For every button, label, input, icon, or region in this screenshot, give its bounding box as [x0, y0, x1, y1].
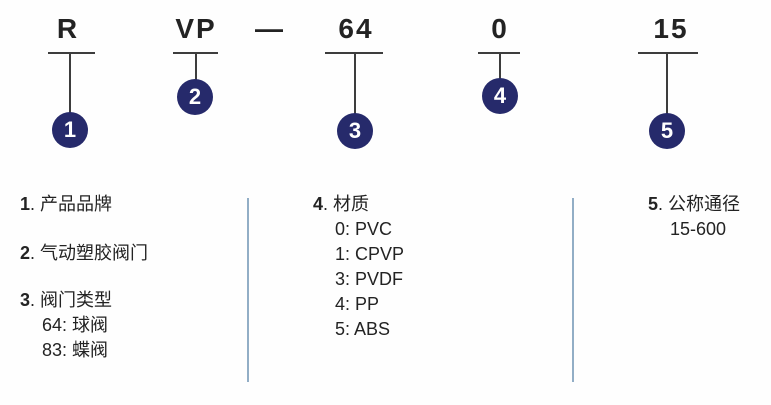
legend-option: 1: CPVP	[335, 244, 405, 264]
marker-circle-3: 3	[337, 113, 373, 149]
legend-heading: 3. 阀门类型	[20, 288, 112, 313]
legend-item-label: 公称通径	[668, 194, 741, 214]
connector-line-4	[499, 53, 501, 80]
legend-heading: 2. 气动塑胶阀门	[20, 241, 148, 266]
legend-item-number: 1	[20, 194, 31, 214]
connector-tick-4	[478, 52, 520, 54]
legend-heading: 5. 公称通径	[648, 192, 740, 217]
legend-option: 0: PVC	[335, 219, 393, 239]
connector-line-2	[195, 53, 197, 81]
legend-item-label: 气动塑胶阀门	[40, 243, 149, 263]
legend-num-separator: .	[30, 290, 41, 310]
legend-item-brand: 1. 产品品牌	[20, 192, 112, 217]
legend-option: 3: PVDF	[335, 269, 404, 289]
legend-item-number: 4	[313, 194, 324, 214]
legend-divider-left	[247, 198, 249, 382]
legend-divider-right	[572, 198, 574, 382]
legend-item-number: 3	[20, 290, 31, 310]
legend-num-separator: .	[658, 194, 669, 214]
legend-option: 4: PP	[335, 294, 380, 314]
connector-tick-3	[325, 52, 383, 54]
legend-option: 5: ABS	[335, 319, 391, 339]
connector-line-3	[354, 53, 356, 115]
legend-option: 64: 球阀	[42, 315, 109, 335]
legend-num-separator: .	[30, 194, 41, 214]
legend-num-separator: .	[323, 194, 334, 214]
code-segment-material: 0	[491, 13, 509, 44]
legend-num-separator: .	[30, 243, 41, 263]
legend-item-label: 阀门类型	[40, 290, 113, 310]
legend-item-series: 2. 气动塑胶阀门	[20, 241, 148, 266]
marker-circle-5: 5	[649, 113, 685, 149]
marker-circle-2: 2	[177, 79, 213, 115]
legend-item-number: 2	[20, 243, 31, 263]
marker-circle-4: 4	[482, 78, 518, 114]
legend-item-material: 4. 材质 0: PVC 1: CPVP 3: PVDF 4: PP 5: AB…	[313, 192, 404, 342]
connector-tick-5	[638, 52, 698, 54]
connector-tick-1	[48, 52, 95, 54]
legend-heading: 1. 产品品牌	[20, 192, 112, 217]
code-segment-valve-type: 64	[338, 13, 374, 44]
connector-line-5	[666, 53, 668, 115]
legend-item-number: 5	[648, 194, 659, 214]
code-segment-diameter: 15	[653, 13, 689, 44]
code-segment-series: VP	[175, 13, 217, 44]
legend-item-diameter: 5. 公称通径 15-600	[648, 192, 740, 242]
legend-item-label: 产品品牌	[40, 194, 113, 214]
legend-option: 15-600	[670, 219, 727, 239]
marker-circle-1: 1	[52, 112, 88, 148]
connector-line-1	[69, 53, 71, 114]
legend-item-label: 材质	[333, 194, 370, 214]
code-separator-dash: —	[255, 13, 283, 44]
connector-tick-2	[173, 52, 218, 54]
code-segment-brand: R	[56, 13, 80, 44]
legend-heading: 4. 材质	[313, 192, 404, 217]
legend-item-valve-type: 3. 阀门类型 64: 球阀 83: 蝶阀	[20, 288, 112, 363]
legend-option: 83: 蝶阀	[42, 340, 109, 360]
